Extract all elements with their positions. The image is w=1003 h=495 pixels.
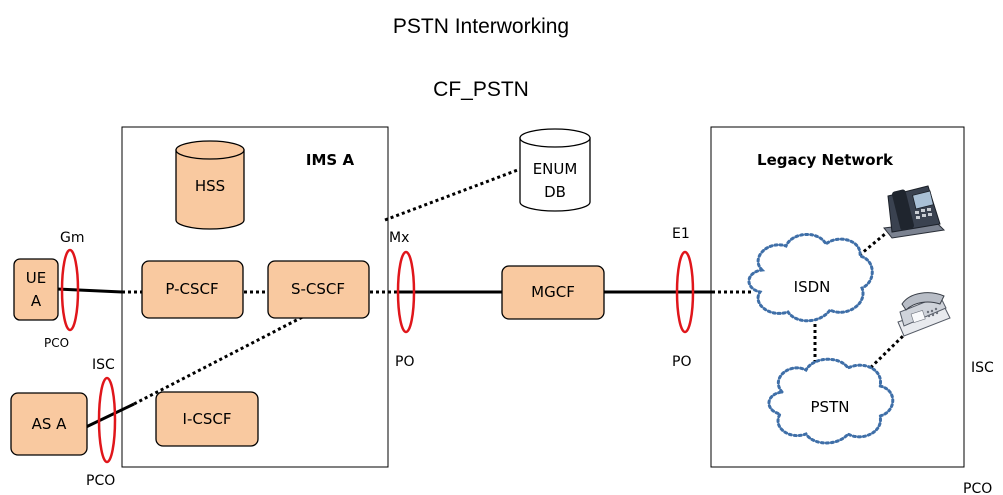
isc-label-left: ISC (92, 357, 115, 373)
enum-label-line1: ENUM (533, 160, 578, 178)
analog-phone-icon (897, 292, 951, 337)
ue-label-line1: UE (26, 269, 46, 287)
as-node: AS A (10, 392, 88, 456)
enum-db: ENUM DB (519, 128, 591, 212)
link-mx-enum (384, 166, 524, 222)
gm-label: Gm (60, 230, 85, 246)
e1-label: E1 (672, 226, 690, 242)
pco-right-label: PCO (963, 481, 992, 495)
po-mx-label: PO (395, 354, 414, 370)
legacy-network-frame (710, 126, 965, 468)
link-isc-as (85, 402, 135, 429)
pcscf-node: P-CSCF (141, 260, 244, 319)
legacy-network-label: Legacy Network (757, 151, 894, 169)
po-e1-label: PO (672, 354, 691, 370)
hss-database: HSS (175, 140, 245, 230)
diagram-title: PSTN Interworking (393, 15, 569, 38)
ims-domain-label: IMS A (306, 151, 355, 169)
hss-label: HSS (195, 177, 225, 195)
pco-isc-label: PCO (86, 473, 115, 489)
scscf-label: S-CSCF (291, 280, 345, 298)
pstn-cloud: PSTN (767, 357, 895, 445)
link-ue-ims (56, 287, 123, 294)
link-scscf-isc (133, 307, 319, 406)
gm-reference-point (60, 248, 80, 332)
mgcf-node: MGCF (501, 265, 605, 320)
pstn-label: PSTN (811, 398, 850, 416)
ue-label-line2: A (31, 292, 42, 310)
mx-label: Mx (389, 230, 409, 246)
diagram-subtitle: CF_PSTN (433, 78, 529, 101)
isc-reference-point (97, 376, 117, 464)
icscf-node: I-CSCF (155, 391, 259, 447)
ue-node: UE A (13, 258, 59, 321)
enum-label-line2: DB (544, 183, 566, 201)
pco-gm-label: PCO (44, 336, 69, 350)
desk-phone-icon (883, 185, 946, 239)
isdn-cloud: ISDN (747, 233, 874, 323)
isdn-label: ISDN (794, 278, 831, 296)
as-label: AS A (32, 415, 68, 433)
ims-domain-frame (121, 126, 389, 468)
mgcf-label: MGCF (531, 283, 575, 301)
e1-reference-point (675, 250, 695, 334)
scscf-node: S-CSCF (267, 260, 370, 319)
pcscf-label: P-CSCF (165, 280, 218, 298)
icscf-label: I-CSCF (183, 410, 232, 428)
isc-label-right: ISC (971, 360, 994, 376)
mx-reference-point (396, 250, 416, 334)
